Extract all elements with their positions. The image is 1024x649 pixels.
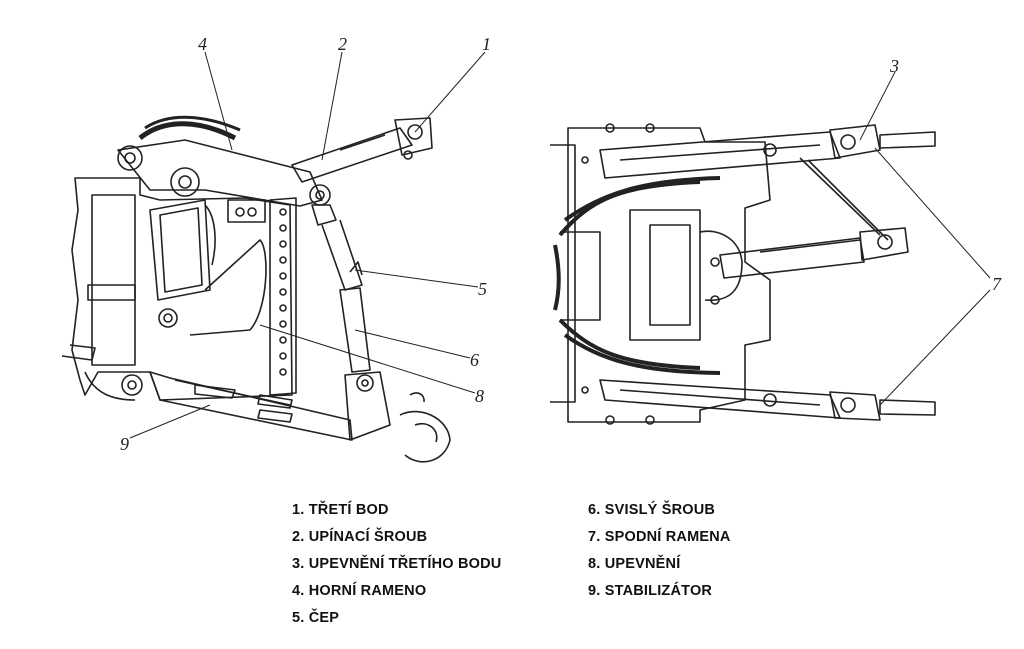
top-view-drawing (550, 123, 936, 425)
legend-item-4: 4. HORNÍ RAMENO (292, 583, 427, 599)
callout-5: 5 (478, 279, 487, 299)
legend-item-1: 1. TŘETÍ BOD (292, 502, 389, 518)
callout-6: 6 (470, 350, 479, 370)
legend-item-7: 7. SPODNÍ RAMENA (588, 529, 731, 545)
leader-lines-side (129, 51, 486, 439)
legend-item-8: 8. UPEVNĚNÍ (588, 556, 681, 572)
callout-4: 4 (198, 34, 207, 54)
legend-item-2: 2. UPÍNACÍ ŠROUB (292, 529, 428, 545)
legend-item-6: 6. SVISLÝ ŠROUB (588, 502, 716, 518)
legend-right-column: 6. SVISLÝ ŠROUB 7. SPODNÍ RAMENA 8. UPEV… (588, 497, 731, 605)
callout-1: 1 (482, 34, 491, 54)
callout-7: 7 (992, 274, 1002, 294)
leader-lines-top (859, 71, 991, 406)
side-view-drawing (61, 115, 451, 463)
callout-numbers: 1 2 4 5 6 8 9 3 7 (120, 34, 1002, 454)
legend-item-3: 3. UPEVNĚNÍ TŘETÍHO BODU (292, 556, 502, 572)
legend-item-9: 9. STABILIZÁTOR (588, 583, 713, 599)
callout-8: 8 (475, 386, 484, 406)
callout-3: 3 (889, 56, 899, 76)
callout-9: 9 (120, 434, 129, 454)
legend-item-5: 5. ČEP (292, 610, 340, 626)
hitch-technical-drawing: 1 2 4 5 6 8 9 3 7 (61, 34, 1002, 463)
legend-left-column: 1. TŘETÍ BOD 2. UPÍNACÍ ŠROUB 3. UPEVNĚN… (292, 497, 501, 632)
callout-2: 2 (338, 34, 347, 54)
